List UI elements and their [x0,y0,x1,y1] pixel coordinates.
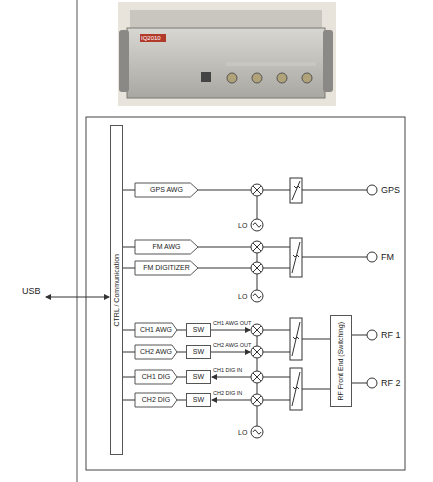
node-text: CH1 AWG [140,326,172,334]
awg-box: GPS AWG [135,183,198,197]
node-text: CH2 AWG [140,348,172,356]
signal-name: CH2 AWG OUT [213,343,251,349]
margin-rule [77,0,78,482]
connector [123,330,135,331]
interface-label: USB [22,287,41,296]
control-block: CTRL / Communication [110,125,123,455]
device-photo [118,2,336,106]
node-text: SW [193,373,204,381]
port-label: RF 2 [381,379,401,388]
signal-name: CH1 AWG OUT [213,321,251,327]
rf-front-end: RF Front End (Switching) [330,315,352,407]
signal-name: CH1 DIG IN [213,368,242,374]
node-text: CH1 DIG [142,373,170,381]
port-connector [367,185,377,388]
connector [177,330,186,331]
node-text: GPS AWG [150,186,183,194]
port-label: GPS [381,186,400,195]
frame [86,117,405,470]
awg-box: FM AWG [135,240,198,254]
switch-box: SW [186,323,211,337]
connector [123,190,135,191]
signal-name: CH2 DIG IN [213,391,242,397]
connector [177,400,186,401]
node-text: SW [193,348,204,356]
mixer-symbol [251,184,263,406]
filter-symbol [290,178,302,410]
connector [123,400,135,401]
digitizer-box: CH1 DIG [135,370,177,384]
lo-label: LO [238,293,247,300]
connector [123,268,135,269]
lo-label: LO [238,222,247,229]
connector [177,377,186,378]
switch-box: SW [186,370,211,384]
lo-label: LO [238,429,247,436]
node-text: FM AWG [152,243,180,251]
signal-wires [198,190,367,426]
switch-box: SW [186,345,211,359]
oscillator-symbol [251,219,263,438]
switch-box: SW [186,393,211,407]
node-text: FM DIGITIZER [143,264,190,272]
connector [123,247,135,248]
connector [123,352,135,353]
port-label: FM [381,253,394,262]
node-text: CTRL / Communication [113,254,121,327]
node-text: RF Front End (Switching) [337,322,345,401]
digitizer-box: CH2 DIG [135,393,177,407]
device-logo: IQ2010 [141,35,161,41]
usb-link [46,297,109,298]
node-text: SW [193,396,204,404]
connector [123,377,135,378]
connector [177,352,186,353]
port-label: RF 1 [381,331,401,340]
digitizer-box: FM DIGITIZER [135,261,198,275]
node-text: SW [193,326,204,334]
node-text: CH2 DIG [142,396,170,404]
awg-box: CH1 AWG [135,323,177,337]
awg-box: CH2 AWG [135,345,177,359]
